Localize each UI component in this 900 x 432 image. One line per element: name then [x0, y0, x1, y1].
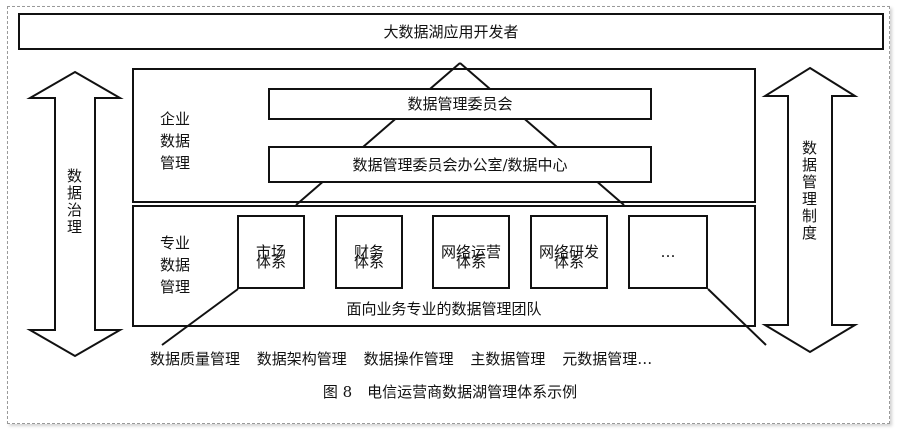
professional-label: 专业 数据 管理: [160, 234, 191, 296]
function-item: 数据操作管理: [363, 350, 454, 368]
system-network-rd-line2: 体系: [553, 253, 584, 271]
left-double-arrow: [26, 70, 124, 358]
office-box: [268, 146, 652, 183]
right-double-arrow: [761, 66, 859, 354]
team-label: 面向业务专业的数据管理团队: [346, 300, 542, 318]
function-item: 数据架构管理: [256, 350, 347, 368]
system-box-network-ops: 网络运营: [432, 215, 510, 289]
figure-caption: 图 8 电信运营商数据湖管理体系示例: [322, 383, 578, 401]
committee-box: [268, 88, 652, 120]
professional-box: [132, 205, 756, 327]
system-market-line2: 体系: [255, 253, 286, 271]
system-box-network-rd: 网络研发: [530, 215, 608, 289]
trapezoid-right-line: [707, 288, 767, 346]
enterprise-box: [132, 68, 756, 203]
top-bar-box: [18, 13, 884, 50]
trapezoid-left-line: [161, 288, 239, 346]
top-bar-label: 大数据湖应用开发者: [383, 22, 519, 41]
figure-frame: [7, 6, 890, 424]
system-network-ops-line2: 体系: [455, 253, 486, 271]
function-item: 主数据管理: [470, 350, 546, 368]
system-box-market: 市场: [237, 215, 305, 289]
left-arrow-label: 数据治理: [65, 168, 83, 236]
system-box-finance: 财务: [335, 215, 403, 289]
management-functions-list: 数据质量管理 数据架构管理 数据操作管理 主数据管理 元数据管理…: [150, 348, 730, 369]
function-item: 数据质量管理: [150, 350, 241, 368]
office-label: 数据管理委员会办公室/数据中心: [352, 155, 568, 174]
function-item: 元数据管理…: [562, 350, 653, 368]
system-box-more: …: [628, 215, 708, 289]
system-finance-line2: 体系: [353, 253, 384, 271]
enterprise-label: 企业 数据 管理: [160, 110, 191, 172]
right-arrow-label: 数据管理制度: [800, 140, 818, 242]
committee-label: 数据管理委员会: [407, 95, 513, 113]
